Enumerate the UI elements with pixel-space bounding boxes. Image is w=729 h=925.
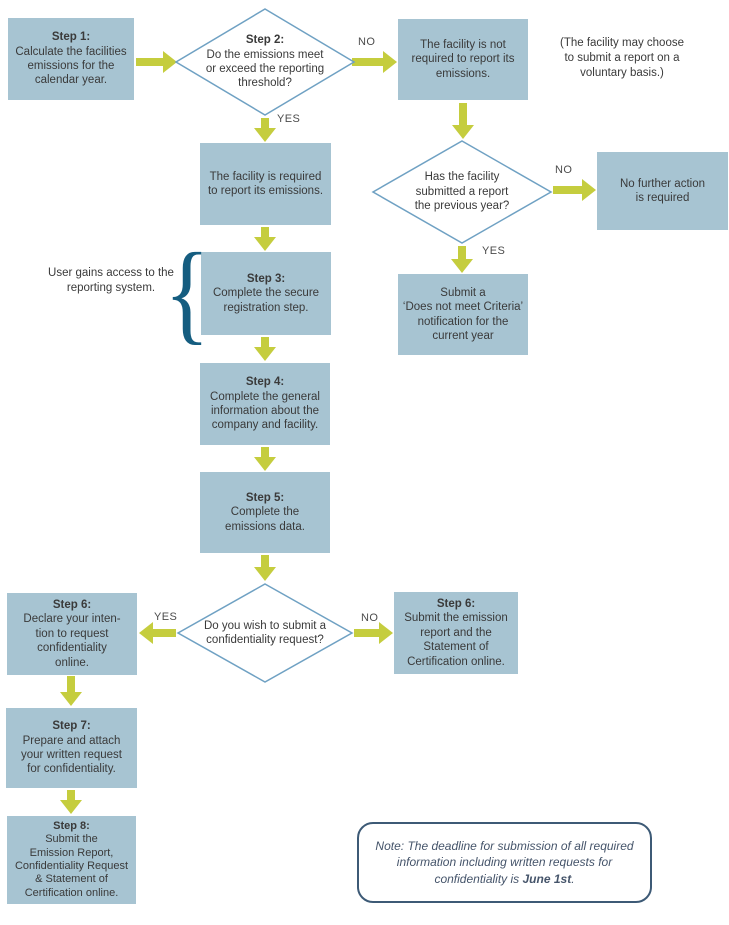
arrow-prev-no: [553, 179, 596, 201]
arrow-step2-yes: [254, 118, 276, 142]
step8-box: Step 8: Submit the Emission Report, Conf…: [7, 816, 136, 904]
step5-box: Step 5: Complete the emissions data.: [200, 472, 330, 553]
arrow-step3-to-step4: [254, 337, 276, 361]
decision-step2-text: Step 2: Do the emissions meet or exceed …: [188, 28, 342, 96]
deadline-note-text: Note: The deadline for submission of all…: [375, 839, 634, 886]
decision-step2-shape: [174, 8, 356, 116]
step8-body: Submit the Emission Report, Confidential…: [14, 833, 129, 899]
deadline-note: Note: The deadline for submission of all…: [357, 822, 652, 903]
label-yes-confidentiality: YES: [154, 611, 178, 623]
step6-left-title: Step 6:: [52, 599, 92, 612]
arrow-step1-to-step2: [136, 51, 177, 73]
arrow-conf-no: [354, 622, 393, 644]
step6-right-title: Step 6:: [436, 598, 476, 611]
label-yes-previous-year: YES: [482, 245, 506, 257]
required-box: The facility is required to report its e…: [200, 143, 331, 225]
user-access-note: User gains access to the reporting syste…: [44, 266, 178, 296]
step3-box: Step 3: Complete the secure registration…: [201, 252, 331, 335]
step2-body: Do the emissions meet or exceed the repo…: [205, 48, 325, 90]
step5-body: Complete the emissions data.: [225, 506, 305, 533]
step8-title: Step 8:: [53, 819, 90, 832]
step6-left-body: Declare your inten- tion to request conf…: [23, 613, 121, 669]
decision-previous-year-shape: [371, 140, 553, 244]
arrow-step2-no: [352, 51, 397, 73]
arrow-step4-to-step5: [254, 447, 276, 471]
step6-right-box: Step 6: Submit the emission report and t…: [394, 592, 518, 674]
does-not-meet-body: Submit a ‘Does not meet Criteria’ notifi…: [402, 286, 524, 342]
not-required-body: The facility is not required to report i…: [411, 38, 515, 80]
decision-confidentiality-shape: [176, 583, 354, 683]
not-required-box: The facility is not required to report i…: [398, 19, 528, 100]
arrow-step7-to-step8: [60, 790, 82, 814]
confidentiality-body: Do you wish to submit a confidentiality …: [203, 619, 327, 646]
label-yes-step2: YES: [277, 113, 301, 125]
arrow-step5-to-question: [254, 555, 276, 581]
arrow-step6-to-step7: [60, 676, 82, 706]
step7-title: Step 7:: [52, 720, 91, 733]
no-further-action-body: No further action is required: [619, 177, 705, 204]
arrow-notrequired-down: [452, 103, 474, 139]
step1-body: Calculate the facilities emissions for t…: [15, 45, 127, 87]
deadline-date: June 1st: [522, 871, 572, 886]
does-not-meet-box: Submit a ‘Does not meet Criteria’ notifi…: [398, 274, 528, 355]
brace-icon: {: [164, 231, 210, 355]
step2-title: Step 2:: [245, 34, 285, 47]
step5-title: Step 5:: [245, 491, 285, 504]
user-access-body: User gains access to the reporting syste…: [48, 267, 174, 294]
step3-title: Step 3:: [246, 272, 286, 285]
step4-body: Complete the general information about t…: [210, 390, 320, 432]
step1-title: Step 1:: [51, 31, 91, 44]
no-further-action-box: No further action is required: [597, 152, 728, 230]
step6-right-body: Submit the emission report and the State…: [404, 612, 508, 668]
step4-box: Step 4: Complete the general information…: [200, 363, 330, 445]
step6-left-box: Step 6: Declare your inten- tion to requ…: [7, 593, 137, 675]
decision-previous-year-text: Has the facility submitted a report the …: [388, 159, 536, 225]
step7-box: Step 7: Prepare and attach your written …: [6, 708, 137, 788]
decision-confidentiality-text: Do you wish to submit a confidentiality …: [180, 611, 350, 655]
arrow-required-to-step3: [254, 227, 276, 251]
step3-body: Complete the secure registration step.: [212, 287, 320, 314]
step4-title: Step 4:: [245, 376, 285, 389]
required-body: The facility is required to report its e…: [207, 170, 324, 197]
arrow-conf-yes: [139, 622, 176, 644]
arrow-prev-yes: [451, 246, 473, 273]
previous-year-body: Has the facility submitted a report the …: [414, 171, 510, 213]
voluntary-note: (The facility may choose to submit a rep…: [532, 36, 712, 81]
label-no-step2: NO: [358, 36, 376, 48]
label-no-confidentiality: NO: [361, 612, 379, 624]
step7-body: Prepare and attach your written request …: [21, 734, 122, 776]
label-no-previous-year: NO: [555, 164, 573, 176]
step1-box: Step 1: Calculate the facilities emissio…: [8, 18, 134, 100]
voluntary-note-body: (The facility may choose to submit a rep…: [560, 37, 684, 79]
